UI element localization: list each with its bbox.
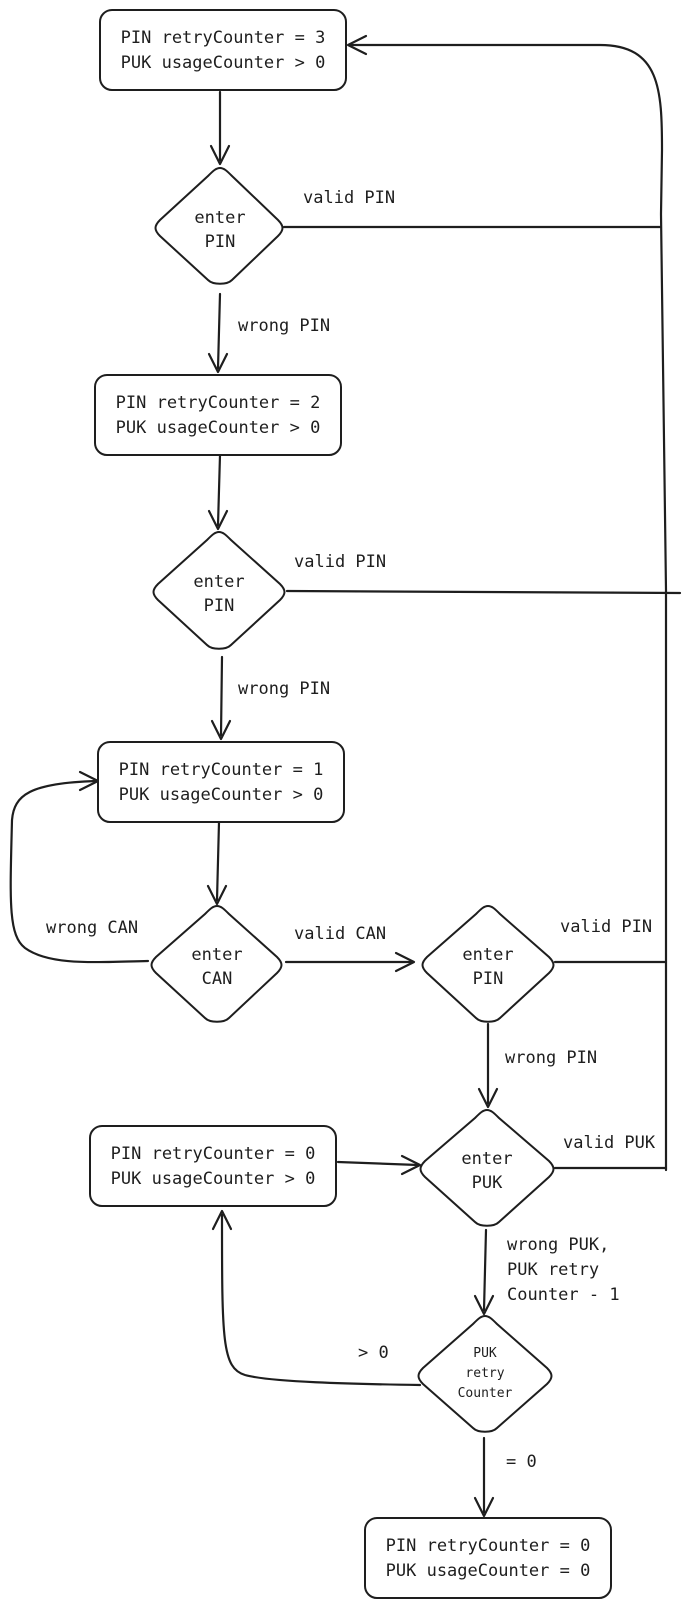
edge-label-wrong-pin: wrong PIN (238, 679, 330, 699)
edge-label-wrong-puk: Counter - 1 (507, 1285, 620, 1305)
decision-line: PIN (204, 596, 235, 616)
edge-return-line (348, 43, 668, 1172)
edge-label-wrong-puk: PUK retry (507, 1260, 599, 1280)
decision-line: enter (191, 945, 242, 965)
state-box-pin-1: PIN retryCounter = 1 PUK usageCounter > … (97, 741, 345, 823)
decision-enter-pin-2: enter PIN (152, 530, 286, 650)
edge-label-valid-pin: valid PIN (294, 552, 386, 572)
decision-enter-can: enter CAN (150, 904, 283, 1023)
decision-line: enter (461, 1149, 512, 1169)
edge-puk-counter-gt-zero (220, 1213, 422, 1387)
arrowhead (207, 509, 229, 531)
arrowhead (210, 719, 232, 741)
decision-line: enter (194, 208, 245, 228)
decision-line: PIN (205, 232, 236, 252)
edge-label-wrong-puk: wrong PUK, (507, 1235, 609, 1255)
arrowhead (477, 1087, 499, 1109)
arrowhead (400, 1154, 422, 1176)
edge-label-wrong-can: wrong CAN (46, 918, 138, 938)
arrowhead (473, 1496, 495, 1518)
arrowhead (394, 951, 416, 973)
edge-valid-pin-2 (285, 589, 682, 595)
state-line: PUK usageCounter > 0 (121, 53, 326, 73)
decision-line: retry (465, 1366, 504, 1381)
arrowhead (473, 1294, 495, 1316)
state-box-pin-0: PIN retryCounter = 0 PUK usageCounter > … (89, 1125, 337, 1207)
decision-puk-retry-counter: PUK retry Counter (417, 1314, 553, 1433)
state-line: PIN retryCounter = 3 (121, 28, 326, 48)
state-line: PIN retryCounter = 1 (119, 760, 324, 780)
state-box-pin-2: PIN retryCounter = 2 PUK usageCounter > … (94, 374, 342, 456)
edge-label-valid-pin: valid PIN (560, 917, 652, 937)
edge-label-wrong-pin: wrong PIN (505, 1048, 597, 1068)
state-line: PIN retryCounter = 0 (386, 1536, 591, 1556)
state-line: PUK usageCounter > 0 (119, 785, 324, 805)
edge-s0-to-enter-puk (336, 1160, 420, 1167)
arrowhead (346, 34, 368, 56)
decision-line: PUK (473, 1346, 497, 1361)
decision-line: PIN (473, 969, 504, 989)
state-line: PIN retryCounter = 0 (111, 1144, 316, 1164)
edge-wrong-pin-1 (216, 292, 222, 370)
state-box-pin-3: PIN retryCounter = 3 PUK usageCounter > … (99, 9, 347, 91)
edge-label-valid-pin: valid PIN (303, 188, 395, 208)
state-line: PUK usageCounter > 0 (116, 418, 321, 438)
arrowhead (207, 352, 229, 374)
edge-wrong-puk (482, 1228, 488, 1312)
decision-line: enter (193, 572, 244, 592)
decision-enter-pin-1: enter PIN (154, 166, 284, 285)
decision-enter-puk: enter PUK (419, 1108, 555, 1227)
edge-label-wrong-pin: wrong PIN (238, 316, 330, 336)
state-box-pin-0-puk-0: PIN retryCounter = 0 PUK usageCounter = … (364, 1517, 612, 1599)
decision-line: PUK (472, 1173, 503, 1193)
decision-line: Counter (458, 1386, 513, 1401)
edge-label-valid-can: valid CAN (294, 924, 386, 944)
arrowhead (211, 1209, 233, 1231)
state-line: PUK usageCounter = 0 (386, 1561, 591, 1581)
state-line: PIN retryCounter = 2 (116, 393, 321, 413)
state-line: PUK usageCounter > 0 (111, 1169, 316, 1189)
edge-label-greater-than-zero: > 0 (358, 1343, 389, 1363)
edge-label-valid-puk: valid PUK (563, 1133, 656, 1153)
edge-s1-to-enter-can (215, 820, 221, 902)
decision-line: CAN (202, 969, 233, 989)
edge-s2-to-enter-pin-2 (216, 453, 222, 527)
edge-label-equals-zero: = 0 (506, 1452, 537, 1472)
edge-wrong-can-loop (9, 779, 150, 964)
decision-line: enter (462, 945, 513, 965)
decision-enter-pin-3: enter PIN (421, 904, 555, 1023)
arrowhead (209, 144, 231, 166)
edge-wrong-pin-2 (219, 655, 224, 737)
arrowhead (206, 884, 228, 906)
